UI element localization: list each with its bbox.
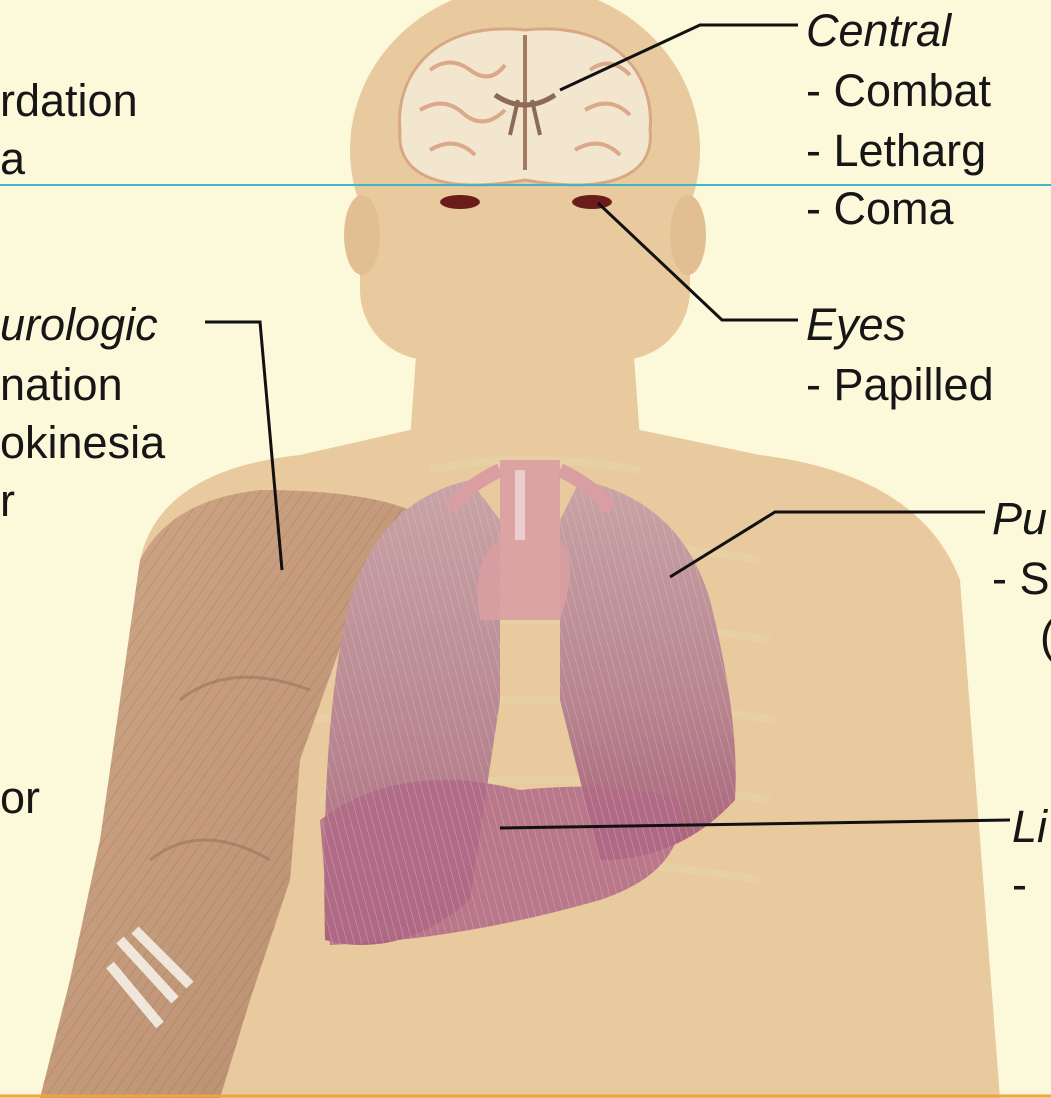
label-central-2: - Letharg	[806, 128, 986, 173]
label-left-top-2: a	[0, 136, 25, 181]
label-left-top-1: rdation	[0, 78, 138, 123]
label-liver-1: -	[1012, 862, 1027, 907]
label-neuro-1: nation	[0, 362, 123, 407]
label-liver-heading: Li	[1012, 804, 1047, 849]
label-neuro-heading: urologic	[0, 302, 158, 347]
label-central-1: - Combat	[806, 68, 991, 113]
right-ear	[670, 195, 706, 275]
label-neuro-4: or	[0, 775, 40, 820]
label-pulmonary-1: - S	[992, 556, 1050, 601]
label-pulmonary-2: (	[1040, 614, 1051, 659]
label-eyes-heading: Eyes	[806, 302, 906, 347]
left-ear	[344, 195, 380, 275]
label-neuro-2: okinesia	[0, 420, 165, 465]
label-eyes-1: - Papilled	[806, 362, 994, 407]
label-central-heading: Central	[806, 8, 951, 53]
right-eye	[572, 195, 612, 209]
label-pulmonary-heading: Pu	[992, 496, 1047, 541]
label-neuro-3: r	[0, 478, 15, 523]
label-central-3: - Coma	[806, 186, 954, 231]
left-eye	[440, 195, 480, 209]
brain-illustration	[400, 29, 651, 185]
